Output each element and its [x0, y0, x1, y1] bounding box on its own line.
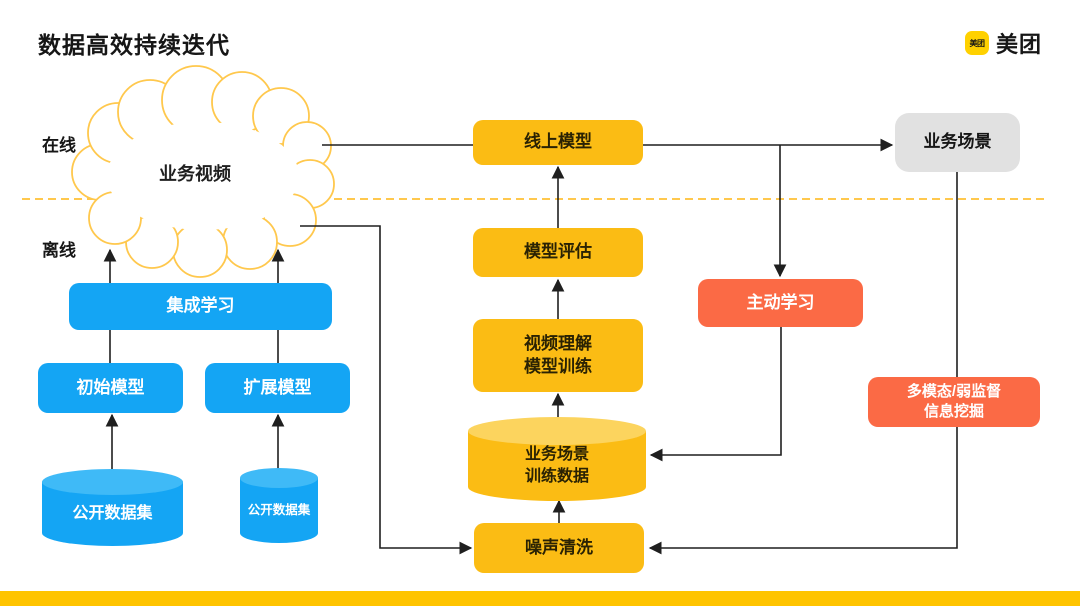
node-info-mining: 多模态/弱监督 信息挖掘	[868, 377, 1040, 427]
connector-arrows	[103, 138, 958, 555]
page-title: 数据高效持续迭代	[38, 32, 230, 58]
node-video-model-training: 视频理解 模型训练	[473, 319, 643, 392]
node-expanded-model: 扩展模型	[205, 363, 350, 413]
lane-label-online: 在线	[42, 136, 76, 155]
footer-accent-bar	[0, 591, 1080, 606]
cylinder-public-dataset-right: 公开数据集	[240, 468, 318, 543]
meituan-logo-icon: 美团	[964, 31, 989, 55]
node-online-model: 线上模型	[473, 120, 643, 165]
node-active-learning: 主动学习	[698, 279, 863, 327]
node-noise-cleaning: 噪声清洗	[474, 523, 644, 573]
cloud-node-label: 业务视频	[159, 164, 231, 184]
cylinder-public-dataset-left: 公开数据集	[42, 469, 183, 546]
node-model-evaluation: 模型评估	[473, 228, 643, 277]
cylinder-scene-training-data: 业务场景 训练数据	[468, 417, 646, 501]
node-initial-model: 初始模型	[38, 363, 183, 413]
node-ensemble-learning: 集成学习	[69, 283, 332, 330]
node-business-scene: 业务场景	[895, 113, 1020, 172]
meituan-wordmark: 美团	[995, 32, 1042, 57]
cloud-shape	[71, 65, 335, 278]
meituan-logo: 美团 美团	[964, 27, 1042, 59]
lane-label-offline: 离线	[42, 241, 76, 260]
